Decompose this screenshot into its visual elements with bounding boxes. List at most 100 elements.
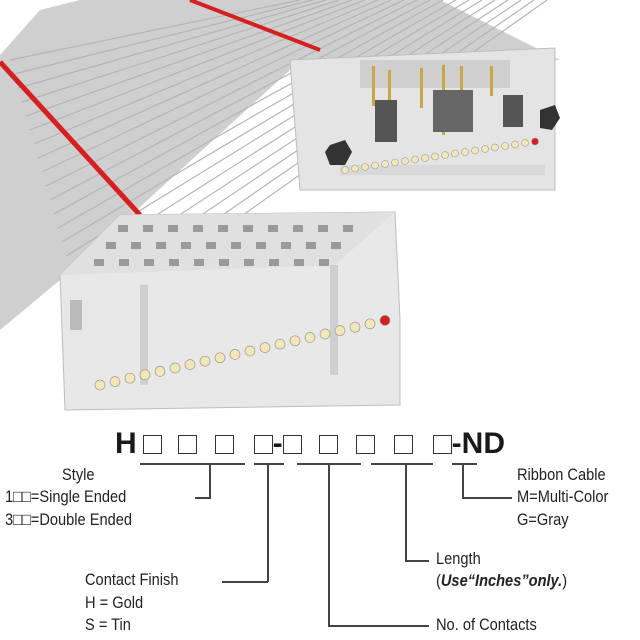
socket-hole: [306, 242, 316, 249]
leader-contacts: [328, 463, 330, 626]
socket-hole: [119, 259, 129, 266]
header-connector-top: [289, 47, 560, 191]
code-box: [282, 434, 302, 454]
contact-finish-option: S = Tin: [85, 615, 131, 634]
length-title: Length: [436, 549, 481, 568]
leader-ribbon-h: [462, 497, 512, 499]
contact-pin: [381, 160, 389, 168]
contact-pin: [431, 152, 439, 161]
contact-pin: [491, 143, 499, 152]
contacts-title: No. of Contacts: [436, 615, 537, 634]
socket-hole: [131, 242, 141, 249]
contact-pin: [461, 148, 469, 156]
socket-hole: [193, 225, 203, 232]
socket-hole: [331, 242, 341, 249]
cable-conductor: [45, 0, 418, 187]
contact-pin: [481, 145, 489, 153]
socket-hole: [194, 259, 204, 266]
socket-hole: [256, 242, 266, 249]
contact-pin: [379, 315, 391, 326]
contact-pin: [351, 164, 359, 173]
part-prefix: H: [115, 427, 137, 460]
code-box: [432, 434, 452, 454]
contact-pin: [199, 355, 211, 367]
contact-pin: [244, 345, 256, 357]
contact-pin: [451, 149, 459, 158]
contact-pin: [411, 155, 419, 164]
socket-hole: [293, 225, 303, 232]
contact-pin: [349, 321, 361, 333]
socket-hole: [281, 242, 291, 249]
cable-conductor: [21, 0, 340, 103]
leader-length: [405, 463, 407, 561]
socket-hole: [294, 259, 304, 266]
contact-pin: [521, 139, 529, 147]
socket-hole: [144, 259, 154, 266]
contact-pin: [391, 158, 399, 167]
cable-conductor: [57, 0, 457, 229]
socket-hole: [106, 242, 116, 249]
socket-hole: [181, 242, 191, 249]
paren: ): [562, 571, 568, 590]
contact-pin: [214, 352, 226, 364]
code-box: [393, 434, 413, 454]
paren: (: [436, 571, 441, 590]
part-separator: -: [272, 427, 283, 460]
contact-finish-option: H = Gold: [85, 593, 144, 612]
leader-style: [209, 463, 211, 498]
underline-style: [140, 463, 245, 465]
socket-hole: [244, 259, 254, 266]
ribbon-title: Ribbon Cable: [517, 465, 606, 484]
socket-hole: [168, 225, 178, 232]
cable-conductor: [33, 0, 379, 145]
part-suffix: -ND: [451, 427, 505, 460]
cable-red-stripe: [0, 60, 142, 217]
leader-style-h: [195, 497, 211, 499]
contact-pin: [109, 376, 121, 387]
contact-pin: [259, 342, 271, 353]
ribbon-option: G=Gray: [517, 510, 569, 529]
cable-conductor: [9, 0, 301, 61]
ribbon-option: M=Multi-Color: [517, 487, 609, 506]
part-number: H - -ND: [115, 427, 505, 460]
socket-hole: [219, 259, 229, 266]
contact-pin: [229, 349, 241, 360]
contact-pin: [169, 362, 181, 374]
style-option: 3□□=Double Ended: [5, 510, 132, 529]
code-box: [355, 434, 375, 454]
socket-hole: [343, 225, 353, 232]
socket-hole: [169, 259, 179, 266]
style-title: Style: [62, 465, 95, 484]
contact-pin: [531, 137, 539, 146]
ribbon-cable-assembly-illustration: [0, 0, 560, 411]
cable-conductor: [41, 0, 405, 173]
cable-conductor: [37, 0, 392, 159]
socket-hole: [269, 259, 279, 266]
contact-pin: [274, 338, 286, 350]
contact-pin: [289, 335, 301, 347]
socket-hole: [268, 225, 278, 232]
socket-hole: [218, 225, 228, 232]
leader-finish: [267, 463, 269, 582]
leader-contacts-h: [328, 625, 429, 627]
socket-hole: [243, 225, 253, 232]
contact-finish-title: Contact Finish: [85, 570, 179, 589]
underline-ribbon: [452, 463, 477, 465]
contact-pin: [364, 318, 376, 330]
socket-hole: [206, 242, 216, 249]
length-note-bold: Use“Inches”only.: [440, 571, 563, 590]
socket-hole: [319, 259, 329, 266]
contact-pin: [371, 161, 379, 170]
contact-pin: [94, 379, 106, 391]
socket-hole: [156, 242, 166, 249]
contact-pin: [154, 366, 166, 377]
length-note: (Use“Inches”only.): [436, 571, 567, 591]
code-box: [214, 434, 234, 454]
leader-ribbon: [462, 463, 464, 498]
contact-pin: [501, 142, 509, 150]
contact-pin: [304, 332, 316, 343]
contact-pin: [511, 140, 519, 149]
code-box: [253, 434, 273, 454]
cable-conductor: [17, 0, 327, 89]
